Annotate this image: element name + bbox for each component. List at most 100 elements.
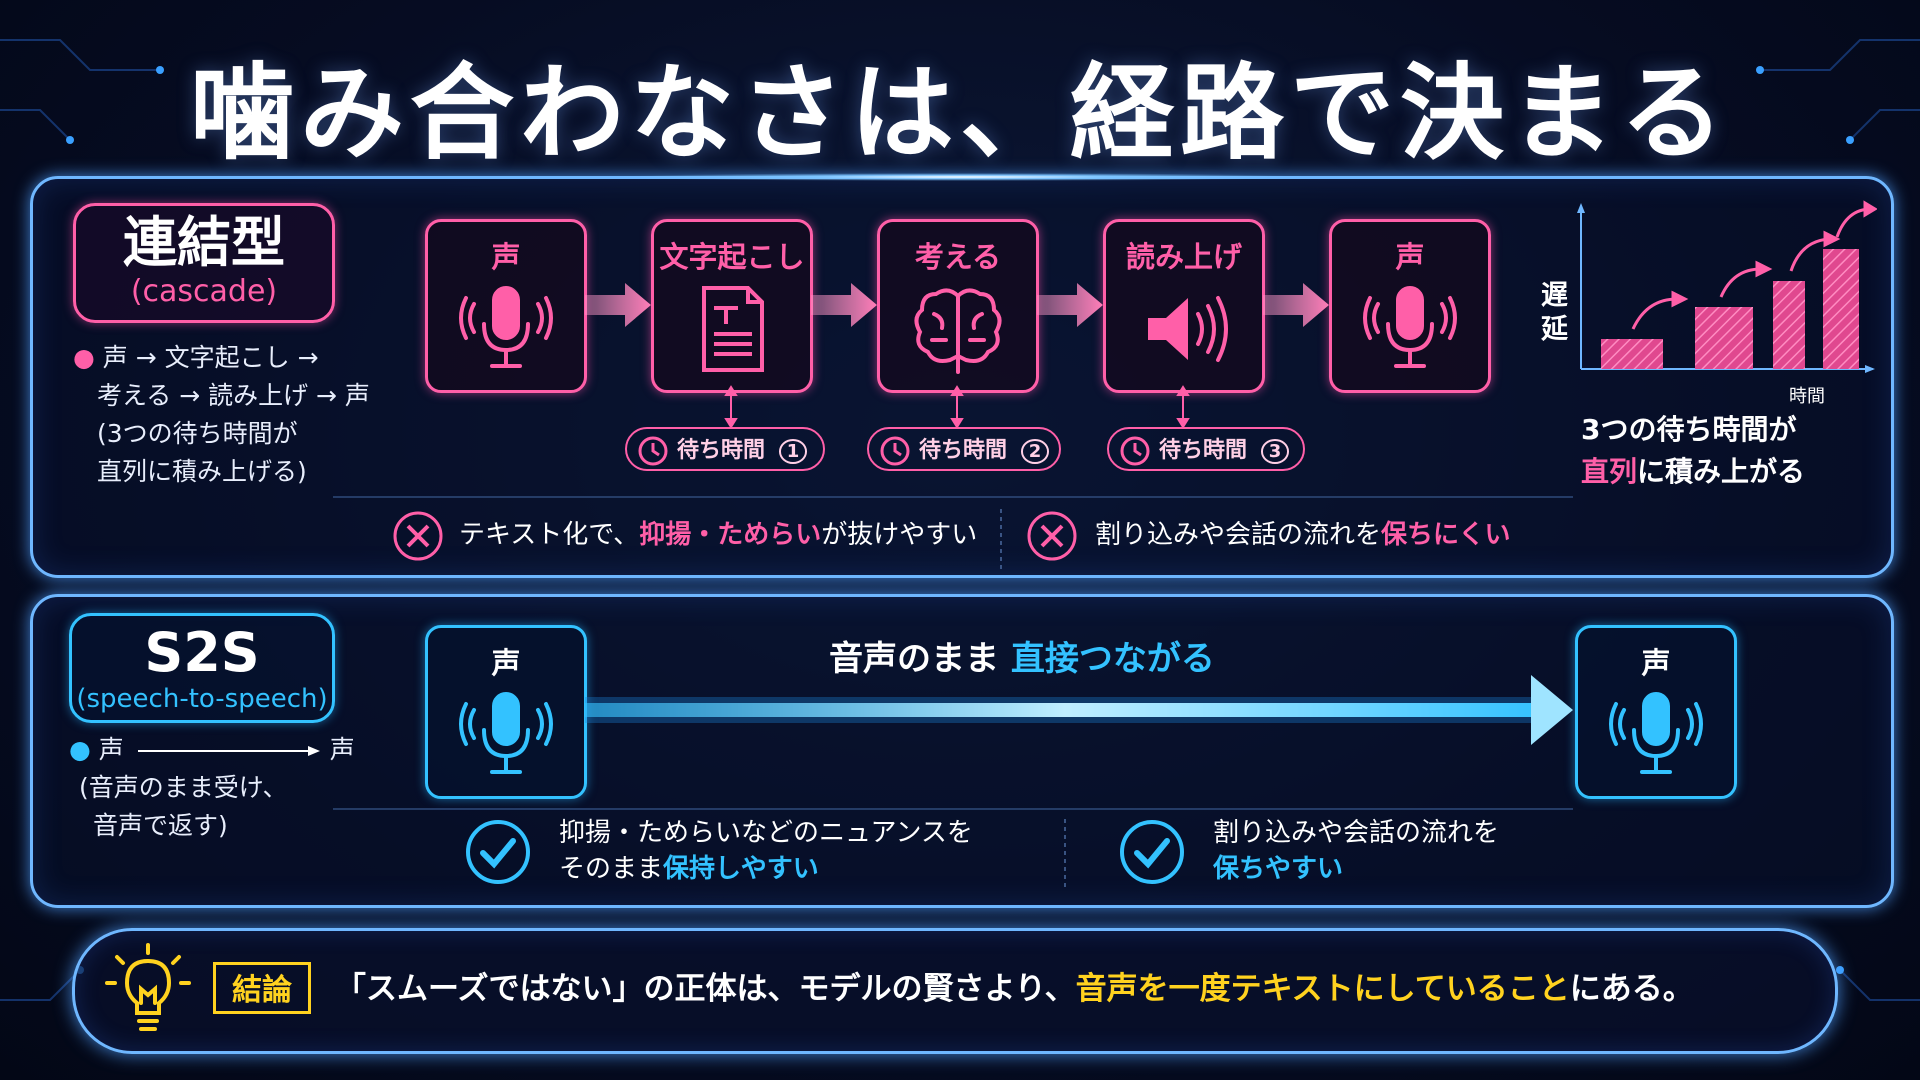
direct-connection-label: 音声のまま 直接つながる — [829, 631, 1215, 680]
latency-note: 3つの待ち時間が 直列に積み上がる — [1581, 409, 1805, 493]
microphone-icon — [1609, 692, 1703, 774]
latency-axis-label: 遅延 — [1541, 280, 1568, 345]
wait-time-2: 待ち時間 2 — [867, 427, 1061, 471]
node-think: 考える — [877, 219, 1039, 393]
arrow-right-icon — [811, 283, 877, 327]
node-label: 考える — [914, 240, 1002, 274]
check-mark-icon — [466, 820, 530, 884]
bullet: ● — [73, 343, 95, 372]
conclusion-text-part: 「スムーズではない」の正体は、モデルの賢さより、 — [335, 971, 1076, 1007]
document-icon — [702, 286, 764, 372]
s2s-label-box: S2S (speech-to-speech) — [69, 613, 335, 723]
desc-line: 考える → 読み上げ → 声 — [97, 381, 370, 410]
latency-note-line: 3つの待ち時間が — [1581, 413, 1797, 446]
latency-note-line: に積み上がる — [1637, 455, 1806, 488]
latency-bar — [1695, 307, 1753, 369]
cascade-label-box: 連結型 (cascade) — [73, 203, 335, 323]
clock-icon — [1120, 436, 1150, 466]
s2s-label-sub: (speech-to-speech) — [76, 684, 328, 715]
latency-bar — [1823, 249, 1859, 369]
microphone-icon — [1363, 286, 1457, 368]
s2s-panel: S2S (speech-to-speech) ● 声 声 (音声のまま受け、 音… — [30, 594, 1894, 908]
issue-1: テキスト化で、抑揚・ためらいが抜けやすい — [459, 515, 977, 555]
x-mark-icon — [1027, 511, 1077, 561]
desc-line: (3つの待ち時間が — [97, 419, 298, 448]
flow-arrows — [333, 283, 1573, 569]
merit-text: 抑揚・ためらいなどのニュアンスを — [559, 818, 973, 848]
latency-bar — [1773, 281, 1805, 369]
direct-text: 音声のまま — [829, 639, 999, 679]
node-label: 声 — [491, 646, 521, 680]
wait-time-3: 待ち時間 3 — [1107, 427, 1305, 471]
conclusion-text-part: にある。 — [1569, 971, 1694, 1007]
speaker-icon — [1148, 296, 1228, 362]
desc-line: 声 → 文字起こし → — [102, 343, 319, 372]
node-voice-out: 声 — [1329, 219, 1491, 393]
merit-1: 抑揚・ためらいなどのニュアンスを そのまま保持しやすい — [559, 815, 973, 887]
arrow-right-icon — [585, 283, 651, 327]
issue-highlight: 保ちにくい — [1381, 520, 1511, 550]
latency-chart — [1577, 200, 1877, 373]
latency-highlight: 直列 — [1581, 455, 1638, 488]
brain-icon — [914, 288, 1002, 374]
desc-line: 直列に積み上げる) — [97, 457, 307, 486]
conclusion-text: 「スムーズではない」の正体は、モデルの賢さより、音声を一度テキストにしていること… — [335, 963, 1694, 1015]
node-label: 声 — [1395, 240, 1425, 274]
desc-line: 音声で返す) — [93, 811, 228, 840]
merit-text: 割り込みや会話の流れを — [1213, 818, 1500, 848]
s2s-description: ● 声 声 (音声のまま受け、 音声で返す) — [69, 731, 369, 845]
microphone-icon — [459, 692, 553, 774]
time-axis-label: 時間 — [1789, 386, 1825, 407]
desc-to: 声 — [329, 735, 355, 764]
node-voice-in: 声 — [425, 219, 587, 393]
wait-label: 待ち時間 — [919, 438, 1008, 463]
direct-arrow — [333, 675, 1573, 889]
wait-number: 1 — [778, 439, 808, 464]
node-label: 声 — [1641, 646, 1671, 680]
arrow-right-icon — [1037, 283, 1103, 327]
x-mark-icon — [393, 511, 443, 561]
cascade-label-main: 連結型 — [123, 211, 285, 274]
arrow-right-icon — [1263, 283, 1329, 327]
s2s-node-voice-in: 声 — [425, 625, 587, 799]
cascade-description: ● 声 → 文字起こし → 考える → 読み上げ → 声 (3つの待ち時間が 直… — [73, 339, 373, 491]
lightbulb-icon — [105, 943, 191, 1031]
desc-from: 声 — [98, 735, 124, 764]
arrow-right-icon — [1531, 675, 1573, 745]
node-label: 文字起こし — [659, 240, 805, 274]
conclusion-tag: 結論 — [213, 962, 311, 1014]
direct-highlight: 直接つながる — [1010, 639, 1215, 679]
clock-icon — [880, 436, 910, 466]
merit-2: 割り込みや会話の流れを 保ちやすい — [1213, 815, 1499, 887]
microphone-icon — [459, 286, 553, 368]
check-mark-icon — [1120, 820, 1184, 884]
wait-number: 3 — [1260, 439, 1290, 464]
wait-number: 2 — [1020, 439, 1050, 464]
issue-text: 割り込みや会話の流れを — [1095, 520, 1382, 550]
s2s-node-voice-out: 声 — [1575, 625, 1737, 799]
clock-icon — [638, 436, 668, 466]
merit-highlight: 保ちやすい — [1213, 854, 1344, 884]
desc-line: (音声のまま受け、 — [79, 773, 288, 802]
page-title: 噛み合わなさは、経路で決まる — [189, 52, 1730, 174]
node-read-aloud: 読み上げ — [1103, 219, 1265, 393]
wait-time-1: 待ち時間 1 — [625, 427, 825, 471]
cascade-panel: 連結型 (cascade) ● 声 → 文字起こし → 考える → 読み上げ →… — [30, 173, 1894, 578]
long-arrow-icon — [137, 746, 320, 756]
s2s-label-main: S2S — [144, 621, 260, 684]
issue-text: テキスト化で、 — [459, 520, 640, 550]
issue-text: が抜けやすい — [821, 520, 978, 550]
issue-highlight: 抑揚・ためらい — [639, 520, 822, 550]
wait-label: 待ち時間 — [677, 438, 766, 463]
merit-highlight: 保持しやすい — [663, 854, 819, 884]
latency-bar — [1601, 339, 1663, 369]
cascade-label-sub: (cascade) — [130, 274, 278, 310]
node-label: 読み上げ — [1125, 240, 1242, 274]
bullet: ● — [69, 735, 91, 764]
wait-label: 待ち時間 — [1159, 438, 1248, 463]
conclusion-banner: 結論 「スムーズではない」の正体は、モデルの賢さより、音声を一度テキストにしてい… — [72, 928, 1838, 1054]
issue-2: 割り込みや会話の流れを保ちにくい — [1095, 515, 1511, 555]
conclusion-highlight: 音声を一度テキストにしていること — [1075, 971, 1570, 1007]
merit-text: そのまま — [559, 854, 664, 884]
node-label: 声 — [491, 240, 521, 274]
